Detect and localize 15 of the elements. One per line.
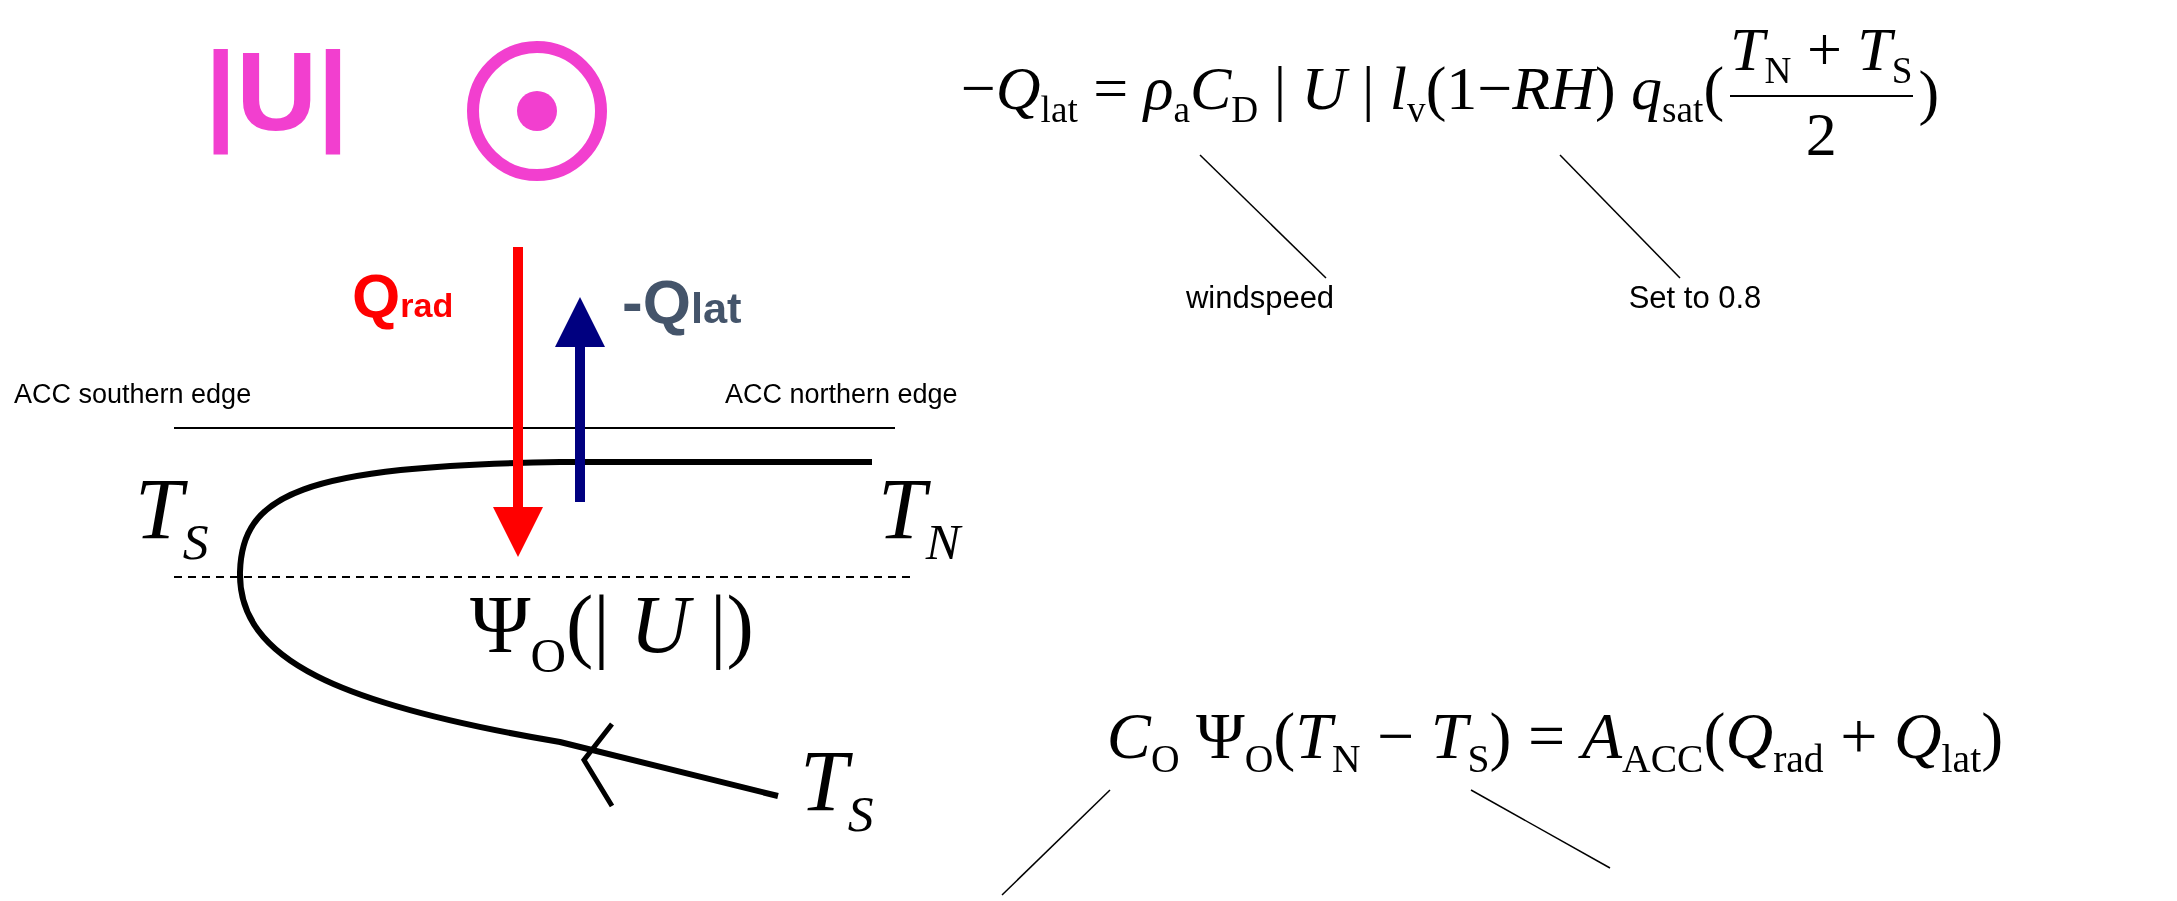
label-text: |U| — [205, 30, 349, 154]
leader-line — [1199, 154, 1327, 279]
leader-line — [1001, 789, 1111, 896]
annotation-text: windspeed — [1180, 278, 1340, 318]
leader-line — [1559, 154, 1681, 279]
label-text: T$_{S}$ — [800, 734, 874, 843]
equation: −Q$_{lat}$ = ρ$_{a}$C$_{D}$ | U | l$_{v}$(1−RH) q$_{sat}$(T$_{N}$ + T$_{S}$ 2 ) — [760, 30, 2140, 155]
equation: C$_{O}$ Ψ$_{O}$(T$_{N}$ − T$_{S}$) = A$_{ACC}$(Q$_{rad}$ + Q$_{lat}$) — [950, 690, 2160, 790]
label-text: T$_{S}$ — [135, 462, 209, 571]
label-text: T$_{N}$ — [878, 462, 961, 571]
annotation-text: Set to 0.8 — [1605, 278, 1785, 318]
label-text: Ψ$_{O}$(| U |) — [470, 580, 754, 683]
label-text: ACC northern edge — [725, 380, 958, 410]
label-text: ACC southern edge — [14, 380, 252, 410]
leader-line — [1470, 789, 1611, 869]
